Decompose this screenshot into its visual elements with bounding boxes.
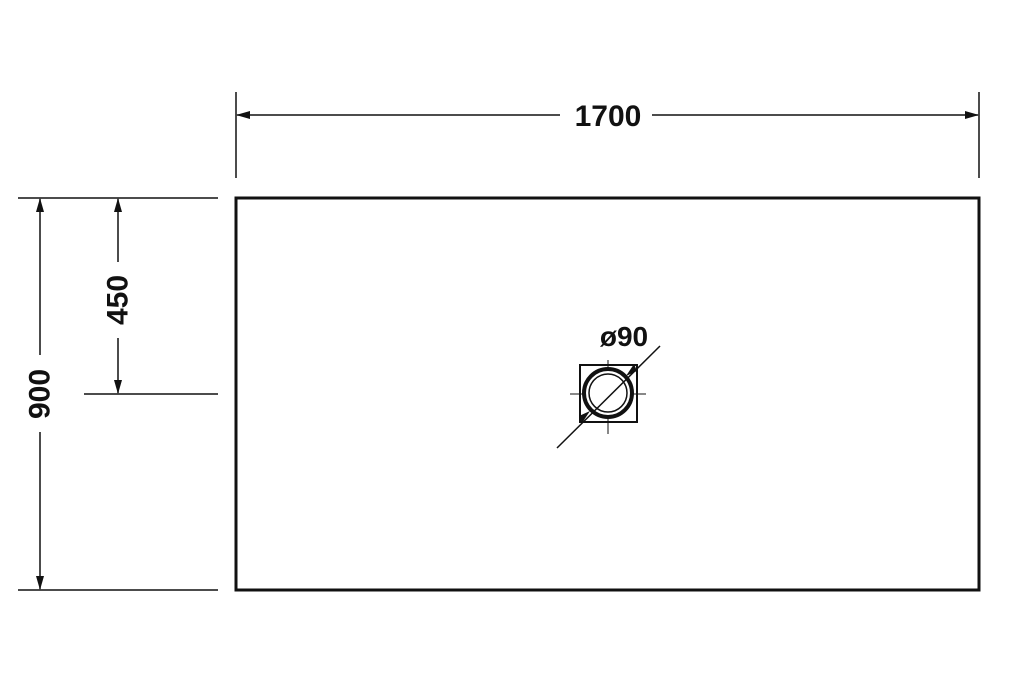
drain-diameter-leader <box>556 345 661 449</box>
width-dimension: 900 <box>18 197 218 591</box>
drain-outer-ring <box>582 367 634 419</box>
drain-diameter-arrow-lower <box>579 411 590 423</box>
drain-offset-label: 450 <box>102 275 135 325</box>
drain-offset-dimension: 450 <box>84 198 218 395</box>
drain-inner-ring <box>588 373 628 413</box>
width-label: 900 <box>24 369 57 419</box>
length-dimension: 1700 <box>235 92 980 178</box>
drain-frame <box>579 364 638 423</box>
tray-outline <box>234 196 981 592</box>
length-label: 1700 <box>575 100 642 133</box>
drain: ø90 <box>556 321 661 449</box>
drain-diameter-arrow-upper <box>626 364 637 376</box>
drain-diameter-label: ø90 <box>600 321 648 352</box>
